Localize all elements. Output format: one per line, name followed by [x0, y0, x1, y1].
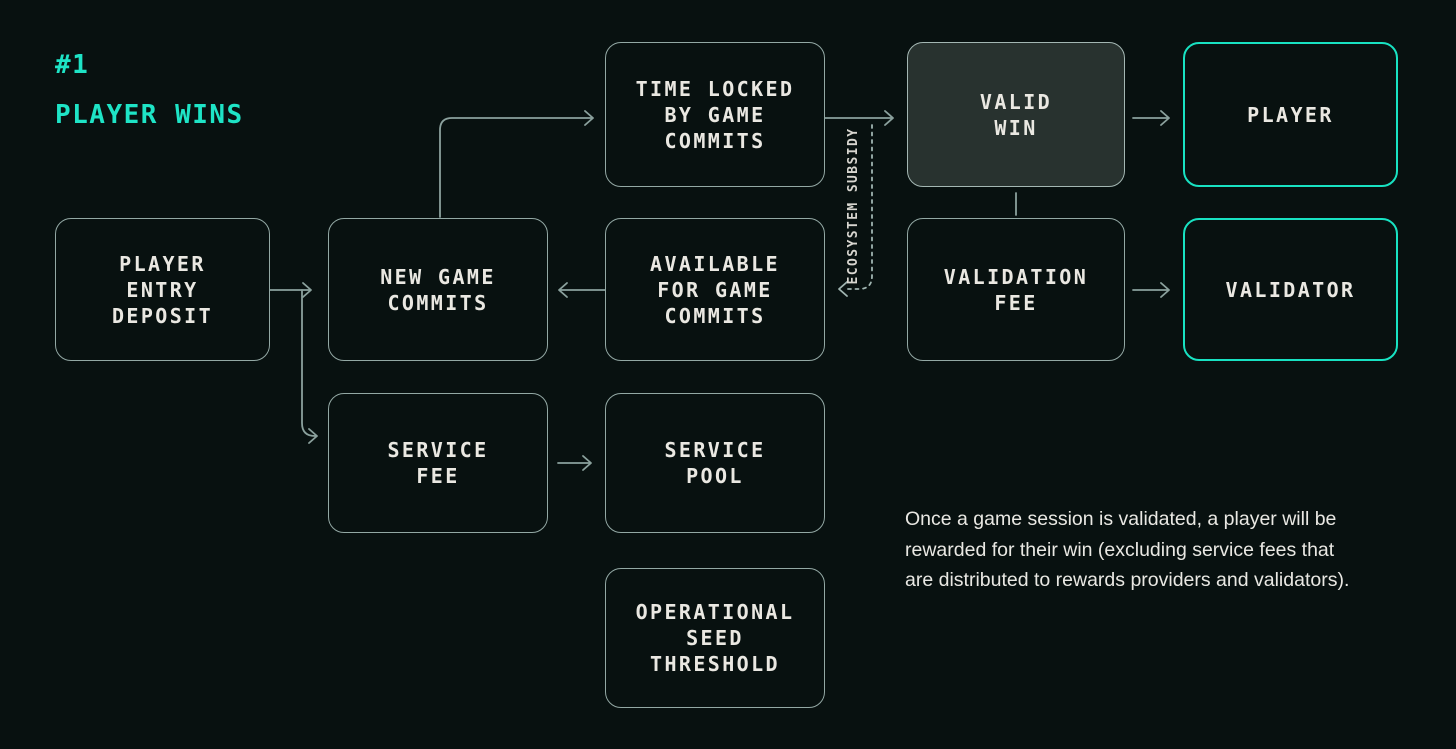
- description-note: Once a game session is validated, a play…: [905, 508, 1350, 591]
- node-time-locked-by-game-commits: TIME LOCKED BY GAME COMMITS: [605, 42, 825, 187]
- node-validation-fee-label: VALIDATION FEE: [943, 264, 1089, 315]
- ecosystem-subsidy-label: ECOSYSTEM SUBSIDY: [846, 127, 861, 285]
- node-operational-seed-threshold: OPERATIONAL SEED THRESHOLD: [605, 568, 825, 708]
- node-validator-label: VALIDATOR: [1225, 277, 1356, 302]
- scenario-number: #1: [55, 50, 90, 80]
- node-validation-fee: VALIDATION FEE: [907, 218, 1125, 361]
- node-new-game-commits: NEW GAME COMMITS: [328, 218, 548, 361]
- connector-service-fee-to-service-pool: [557, 455, 592, 471]
- connector-valid-win-to-player: [1132, 110, 1170, 126]
- connector-validation-fee-to-validator: [1132, 282, 1170, 298]
- node-service-fee: SERVICE FEE: [328, 393, 548, 533]
- connector-available-to-new-game: [558, 282, 606, 298]
- node-player-entry-deposit-label: PLAYER ENTRY DEPOSIT: [111, 251, 214, 328]
- node-player-entry-deposit: PLAYER ENTRY DEPOSIT: [55, 218, 270, 361]
- node-valid-win-label: VALID WIN: [979, 89, 1053, 140]
- connector-new-game-to-time-locked: [439, 110, 594, 218]
- scenario-title: PLAYER WINS: [55, 100, 244, 130]
- node-available-for-game-commits-label: AVAILABLE FOR GAME COMMITS: [650, 251, 780, 328]
- connector-deposit-to-new-game: [269, 282, 312, 298]
- node-time-locked-by-game-commits-label: TIME LOCKED BY GAME COMMITS: [635, 76, 795, 153]
- node-player: PLAYER: [1183, 42, 1398, 187]
- node-available-for-game-commits: AVAILABLE FOR GAME COMMITS: [605, 218, 825, 361]
- node-service-fee-label: SERVICE FEE: [387, 438, 489, 488]
- node-service-pool-label: SERVICE POOL: [664, 438, 766, 488]
- node-new-game-commits-label: NEW GAME COMMITS: [380, 264, 496, 315]
- node-validator: VALIDATOR: [1183, 218, 1398, 361]
- connector-deposit-to-service-fee: [301, 289, 318, 444]
- node-service-pool: SERVICE POOL: [605, 393, 825, 533]
- node-player-label: PLAYER: [1247, 102, 1334, 127]
- node-operational-seed-threshold-label: OPERATIONAL SEED THRESHOLD: [635, 600, 795, 676]
- node-valid-win: VALID WIN: [907, 42, 1125, 187]
